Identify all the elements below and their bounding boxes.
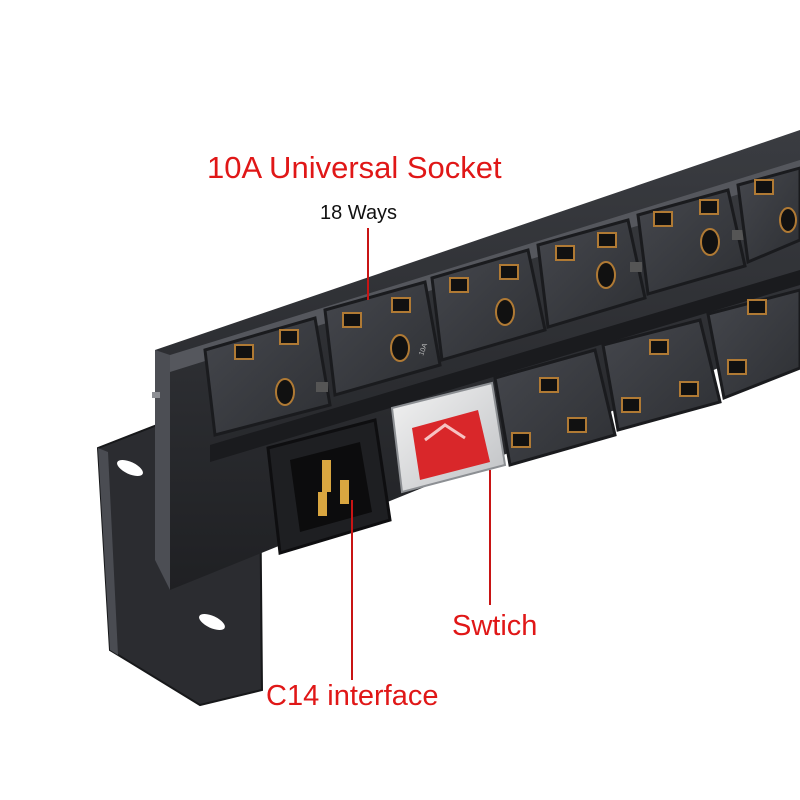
universal-socket-icon (430, 248, 547, 362)
lower-socket-row (493, 288, 800, 467)
switch-label: Swtich (452, 610, 538, 642)
universal-socket-icon (736, 166, 800, 265)
socket-title-label: 10A Universal Socket (207, 150, 502, 185)
universal-socket-icon (493, 348, 617, 467)
c14-interface-label: C14 interface (266, 680, 439, 712)
universal-socket-icon (601, 318, 722, 432)
socket-count-label: 18 Ways (320, 202, 398, 224)
universal-socket-icon: 10A (323, 280, 442, 397)
universal-socket-icon (706, 288, 800, 401)
upper-socket-row: 10A (203, 166, 800, 437)
universal-socket-icon (636, 188, 747, 296)
rocker-switch-icon (390, 381, 507, 494)
universal-socket-icon (536, 218, 647, 329)
socket-rating-label: 10A (418, 342, 429, 356)
universal-socket-icon (203, 316, 332, 437)
